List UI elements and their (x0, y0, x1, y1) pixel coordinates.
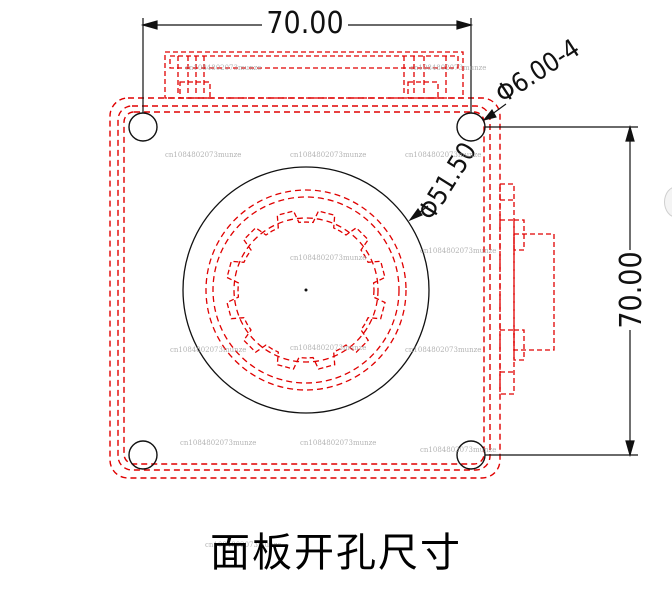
svg-text:cn1084802073munze: cn1084802073munze (165, 151, 241, 159)
mounting-hole-top-right (456, 112, 486, 142)
svg-text:cn1084802073munze: cn1084802073munze (420, 247, 496, 255)
hole-callout (482, 103, 507, 121)
svg-text:cn1084802073munze: cn1084802073munze (170, 346, 246, 354)
bore-circle (182, 166, 430, 414)
svg-text:cn1084802073munze: cn1084802073munze (185, 64, 261, 72)
svg-text:cn1084802073munze: cn1084802073munze (290, 344, 366, 352)
svg-text:cn1084802073munze: cn1084802073munze (300, 439, 376, 447)
svg-text:cn1084802073munze: cn1084802073munze (180, 439, 256, 447)
gear-outline-dashed (226, 210, 386, 370)
svg-text:cn1084802073munze: cn1084802073munze (290, 254, 366, 262)
center-point (304, 288, 308, 292)
svg-text:cn1084802073munze: cn1084802073munze (405, 346, 481, 354)
dimension-right (485, 124, 638, 458)
dimension-top-label: 70.00 (266, 6, 343, 41)
top-connector-dashed (164, 51, 464, 99)
mounting-hole-top-left (128, 112, 158, 142)
mounting-hole-bottom-left (128, 440, 158, 470)
svg-text:cn1084802073munze: cn1084802073munze (410, 64, 486, 72)
svg-text:cn1084802073munze: cn1084802073munze (290, 151, 366, 159)
watermarks: cn1084802073munze cn1084802073munze cn10… (165, 64, 496, 549)
dimension-right-label: 70.00 (614, 251, 649, 328)
gear-teeth-path (226, 210, 386, 370)
svg-text:cn1084802073munze: cn1084802073munze (205, 541, 281, 549)
svg-text:cn1084802073munze: cn1084802073munze (420, 446, 496, 454)
bore-callout (408, 205, 429, 222)
right-connector-dashed (499, 183, 555, 395)
bore-inner-dashed (205, 189, 407, 391)
hole-callout-label: Φ6.00-4 (490, 34, 585, 110)
drawing-caption: 面板开孔尺寸 (210, 530, 462, 576)
svg-text:cn1084802073munze: cn1084802073munze (405, 151, 481, 159)
